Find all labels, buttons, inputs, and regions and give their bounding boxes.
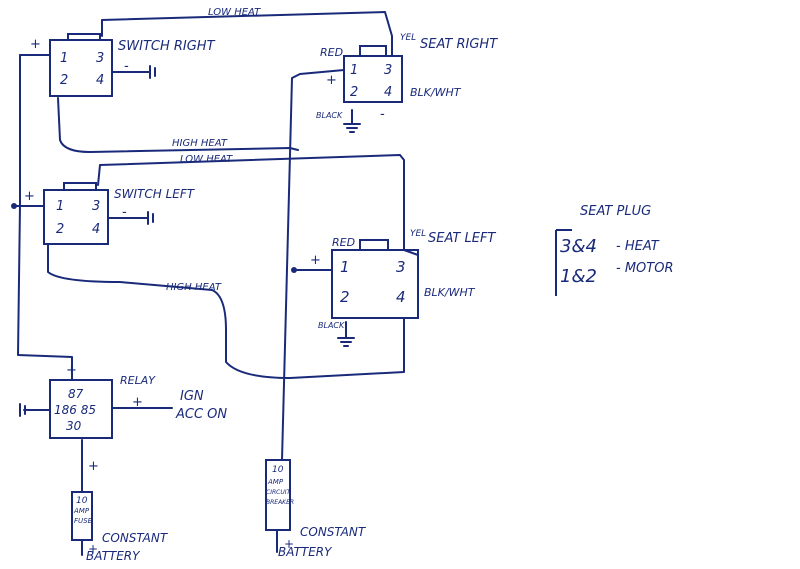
label-seat-left-yel: YEL bbox=[410, 229, 426, 239]
seat-left-pin-4: 4 bbox=[396, 288, 406, 306]
switch-right-pin-1: 1 bbox=[60, 51, 68, 66]
label-switch-left-minus: - bbox=[122, 205, 127, 220]
label-fuse-plus: + bbox=[88, 542, 98, 556]
fuse-amp-unit: AMP bbox=[73, 507, 90, 515]
ground-icon bbox=[147, 211, 154, 225]
label-switch-right-plus: + bbox=[30, 37, 41, 52]
label-seat-left-black: BLACK bbox=[318, 321, 345, 330]
wire-positive-bus bbox=[17, 54, 73, 381]
label-seat-left-red: RED bbox=[332, 236, 355, 249]
wires bbox=[11, 11, 419, 556]
label-fuse-battery: BATTERY bbox=[86, 549, 141, 563]
switch-left: 1 3 2 4 bbox=[43, 182, 109, 245]
label-seat-right-red: RED bbox=[320, 46, 343, 59]
label-acc-on: ACC ON bbox=[175, 407, 227, 422]
relay-pin-87: 87 bbox=[68, 387, 84, 401]
label-low-heat-top: LOW HEAT bbox=[208, 7, 261, 18]
wire-red-breaker bbox=[281, 69, 345, 461]
label-relay: RELAY bbox=[120, 374, 156, 387]
label-high-heat-left: HIGH HEAT bbox=[166, 282, 222, 293]
bus-junction-dot bbox=[11, 203, 17, 209]
label-seat-right-minus: - bbox=[380, 107, 385, 122]
ground-icon bbox=[343, 109, 361, 133]
label-switch-left-plus: + bbox=[24, 189, 35, 204]
label-seat-right-black: BLACK bbox=[316, 111, 343, 120]
seat-plug-legend: SEAT PLUG 3&4 - HEAT 1&2 - MOTOR bbox=[555, 204, 673, 296]
switch-left-pin-4: 4 bbox=[92, 222, 100, 237]
switch-right-pin-2: 2 bbox=[60, 73, 68, 88]
label-seat-left: SEAT LEFT bbox=[428, 231, 496, 246]
switch-left-pin-1: 1 bbox=[56, 199, 64, 214]
relay-pin-86-85: 186 85 bbox=[54, 403, 96, 417]
label-seat-right-plus: + bbox=[326, 73, 337, 88]
labels: LOW HEAT SWITCH RIGHT SWITCH LEFT HIGH H… bbox=[24, 7, 498, 563]
seat-right-pin-1: 1 bbox=[350, 63, 358, 78]
breaker-amp-unit: AMP bbox=[267, 478, 284, 486]
breaker-circuit: CIRCUIT bbox=[266, 489, 291, 496]
wire-high-heat-left bbox=[47, 243, 405, 379]
switch-right: 1 3 2 4 bbox=[49, 33, 113, 97]
label-relay-plus-top: + bbox=[66, 363, 77, 378]
seat-right-pin-3: 3 bbox=[384, 63, 392, 78]
seat-plug-title: SEAT PLUG bbox=[580, 204, 651, 219]
label-breaker-plus: + bbox=[284, 537, 294, 551]
ground-icon bbox=[149, 65, 156, 79]
seat-right-pin-4: 4 bbox=[384, 85, 392, 100]
seat-right: 1 3 2 4 bbox=[343, 45, 403, 103]
seat-left-pin-2: 2 bbox=[340, 288, 350, 306]
switch-left-pin-2: 2 bbox=[56, 222, 64, 237]
seat-plug-row2-desc: - MOTOR bbox=[616, 261, 673, 276]
label-relay-plus-bottom: + bbox=[88, 459, 99, 474]
label-low-heat-mid: LOW HEAT bbox=[180, 154, 233, 165]
relay-pin-30: 30 bbox=[66, 419, 82, 433]
label-breaker-constant: CONSTANT bbox=[300, 525, 367, 539]
red-junction-dot bbox=[291, 267, 297, 273]
seat-left-pin-3: 3 bbox=[396, 258, 406, 276]
relay: 87 186 85 30 bbox=[49, 379, 113, 439]
fuse: 10 AMP FUSE bbox=[71, 491, 93, 541]
breaker-amp: 10 bbox=[272, 465, 284, 475]
breaker-label: BREAKER bbox=[266, 499, 294, 506]
label-switch-left: SWITCH LEFT bbox=[114, 187, 196, 201]
label-breaker-battery: BATTERY bbox=[278, 545, 333, 559]
ground-icon bbox=[337, 321, 355, 347]
fuse-amp: 10 bbox=[76, 496, 88, 506]
label-seat-right-yel: YEL bbox=[400, 33, 416, 43]
switch-right-pin-3: 3 bbox=[96, 51, 104, 66]
seat-left: 1 3 2 4 bbox=[331, 239, 419, 319]
label-seat-left-blk-wht: BLK/WHT bbox=[424, 286, 476, 299]
label-seat-right: SEAT RIGHT bbox=[420, 37, 498, 52]
seat-plug-row2-pins: 1&2 bbox=[560, 266, 597, 287]
label-fuse-constant: CONSTANT bbox=[102, 531, 169, 545]
seat-left-pin-1: 1 bbox=[340, 258, 350, 276]
fuse-label: FUSE bbox=[74, 517, 93, 525]
label-ign: IGN bbox=[180, 389, 204, 404]
circuit-breaker: 10 AMP CIRCUIT BREAKER bbox=[265, 459, 294, 531]
wire-high-heat-right bbox=[57, 97, 299, 153]
label-seat-left-plus: + bbox=[310, 253, 321, 268]
seat-plug-row1-pins: 3&4 bbox=[560, 236, 597, 257]
label-relay-plus-ign: + bbox=[132, 395, 143, 410]
label-switch-right-minus: - bbox=[124, 59, 129, 74]
seat-right-pin-2: 2 bbox=[350, 85, 358, 100]
switch-left-pin-3: 3 bbox=[92, 199, 100, 214]
switch-right-pin-4: 4 bbox=[96, 73, 104, 88]
label-seat-right-blk-wht: BLK/WHT bbox=[410, 86, 462, 99]
label-high-heat-mid: HIGH HEAT bbox=[172, 138, 228, 149]
ground-icon bbox=[19, 403, 26, 417]
wire-low-heat-right bbox=[101, 11, 393, 56]
seat-plug-row1-desc: - HEAT bbox=[616, 239, 660, 254]
label-switch-right: SWITCH RIGHT bbox=[118, 39, 216, 54]
ground-symbols bbox=[19, 65, 361, 417]
